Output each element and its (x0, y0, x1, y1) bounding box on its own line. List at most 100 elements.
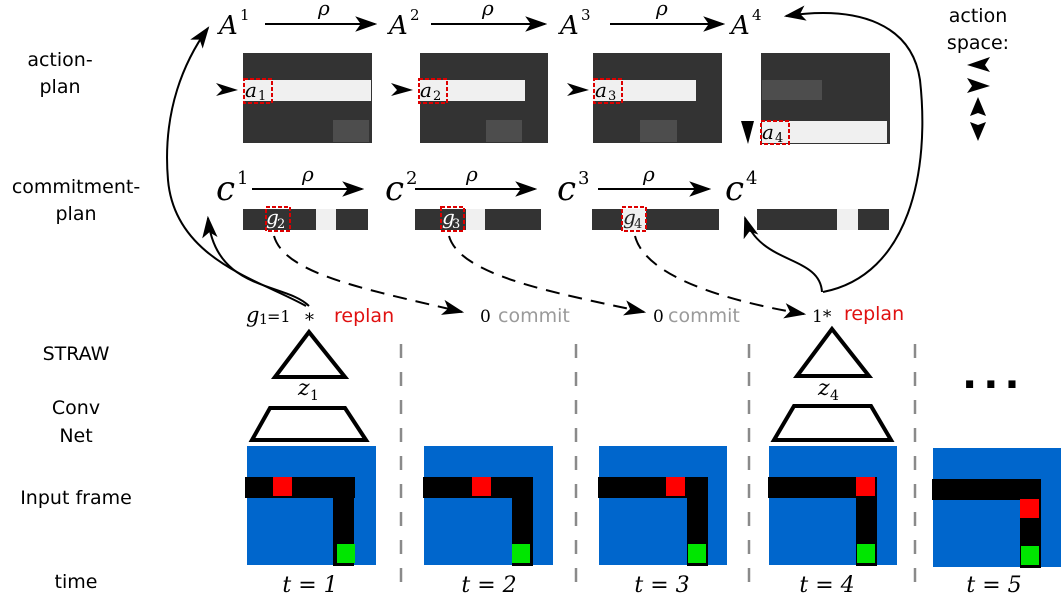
commitment-bar-bg (858, 209, 889, 230)
replan-arrow-to-commitment-plan (743, 215, 823, 293)
current-commitment-box (440, 206, 465, 232)
maze-corridor-vertical (687, 477, 708, 566)
time-label: t = 5 (966, 573, 1021, 598)
action-cell-index: 4 (775, 131, 783, 146)
rho-label: ρ (317, 0, 330, 20)
label-action-plan-2: plan (39, 76, 80, 98)
frame-background (933, 448, 1061, 567)
commitment-bar-bg (243, 209, 368, 230)
action-plan-symbol: A (217, 11, 238, 41)
current-commitment-box (621, 206, 647, 232)
maze-corridor-vertical (333, 477, 354, 566)
convnet-trapezoid-icon (248, 406, 370, 442)
commitment-bar-4 (757, 209, 889, 230)
action-plan-header-2: A 2 (387, 6, 420, 41)
commit-label: commit (668, 305, 740, 327)
commitment-cell-symbol: g (623, 205, 636, 229)
commit-label: commit (498, 305, 570, 327)
input-frame-4 (768, 446, 897, 566)
commitment-cell-symbol: g (266, 205, 279, 229)
label-commitment-plan-2: plan (55, 203, 96, 225)
action-plan-matrices: a 1 a 2 a 3 a (216, 53, 890, 146)
rho-label: ρ (655, 0, 668, 20)
network-t1 (248, 328, 370, 442)
commitment-bar-commit-cell (466, 209, 485, 230)
replan-arrows-t4 (743, 5, 924, 293)
commitment-bar-3: g 4 (592, 205, 719, 232)
commitment-plan-header-3: c 3 (557, 168, 589, 209)
action-space-label-2: space: (947, 32, 1009, 54)
gate-row: g 1 =1 * replan 0 commit 0 commit 1* rep… (246, 303, 904, 331)
action-space-legend: action space: (947, 5, 1009, 141)
agent-marker (472, 477, 491, 496)
time-labels: t = 1 t = 2 t = 3 t = 4 t = 5 (282, 573, 1021, 598)
direction-right-icon (216, 83, 238, 96)
commitment-symbol: c (725, 169, 744, 209)
action-plan-index: 4 (752, 6, 762, 24)
commitment-index: 2 (406, 168, 417, 189)
action-plan-header-1: A 1 (217, 6, 250, 41)
label-action-plan-1: action- (27, 49, 92, 71)
gate-value: 0 (653, 307, 664, 327)
action-plan-header-4: A 4 (729, 6, 762, 41)
direction-right-icon (391, 83, 413, 96)
gate-step-4: 1* replan (812, 303, 904, 327)
replan-label: replan (844, 303, 904, 325)
maze-corridor-vertical (512, 477, 533, 566)
latent-t4: z 4 (817, 376, 839, 404)
label-time: time (55, 571, 98, 593)
time-label: t = 2 (461, 573, 516, 598)
plan-cell (333, 120, 369, 142)
commitment-bar-2: g 3 (415, 205, 541, 232)
commitment-plan-bars: g 2 g 3 g 4 (243, 205, 889, 232)
frame-background (769, 446, 897, 565)
commitment-bar-1: g 2 (243, 205, 368, 232)
action-plan-matrix-1: a 1 (216, 53, 372, 143)
commitment-bar-commit-cell (622, 209, 646, 230)
current-action-box (760, 120, 790, 145)
commitment-index: 4 (746, 168, 757, 189)
commitment-plan-header-4: c 4 (725, 168, 757, 209)
action-plan-symbol: A (387, 11, 408, 41)
action-plan-headers: A 1 ρ A 2 ρ A 3 ρ A 4 (217, 0, 762, 41)
time-label: t = 4 (799, 573, 854, 598)
agent-marker (273, 477, 292, 496)
commitment-cell-index: 3 (452, 217, 460, 232)
current-action-box (418, 78, 448, 104)
label-commitment-plan-1: commitment- (12, 176, 140, 198)
label-convnet-1: Conv (52, 397, 100, 419)
goal-marker (857, 544, 875, 563)
commitment-bar-bg (832, 209, 837, 230)
commitment-cell-index: 2 (277, 217, 285, 232)
commitment-plan-header-2: c 2 (385, 168, 417, 209)
time-label: t = 3 (634, 573, 689, 598)
action-plan-index: 1 (240, 6, 250, 24)
input-frame-1 (245, 446, 376, 566)
commitment-bar-bg (592, 209, 719, 230)
action-plan-index: 3 (581, 6, 591, 24)
maze-corridor-vertical (856, 477, 877, 566)
direction-right-icon (567, 83, 589, 96)
gate-index: 1 (259, 312, 268, 328)
straw-triangle-icon (270, 328, 350, 379)
time-label: t = 1 (282, 573, 337, 598)
gate-value: 0 (480, 307, 491, 327)
timestep-separators (399, 344, 917, 596)
plan-cell (762, 80, 822, 100)
commitment-bar-commit-cell (316, 209, 336, 230)
gate-star: * (305, 310, 314, 331)
commitment-symbol: c (385, 169, 404, 209)
goal-marker (1021, 546, 1039, 565)
commitment-bar-commit-cell (837, 209, 858, 230)
current-commitment-box (265, 206, 291, 232)
input-frames (245, 446, 1061, 568)
rho-label: ρ (301, 162, 314, 186)
current-action-box (243, 78, 273, 104)
commitment-symbol: c (216, 169, 235, 209)
action-cell-index: 1 (258, 89, 266, 104)
label-input-frame: Input frame (20, 487, 132, 509)
ellipsis: ... (962, 352, 1026, 398)
gate-step-2: 0 commit (480, 305, 570, 327)
input-frame-3 (598, 446, 727, 566)
gate-value: 1* (812, 307, 832, 327)
